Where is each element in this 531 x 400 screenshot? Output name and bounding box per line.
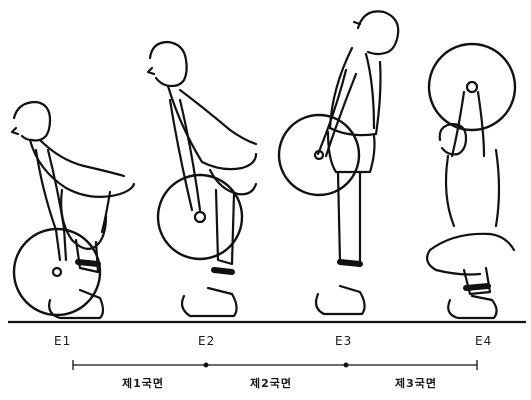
lifter-figure-3 bbox=[279, 11, 398, 314]
figure-label-e3: E3 bbox=[335, 334, 352, 348]
phase-label-3: 제3국면 bbox=[395, 375, 437, 391]
lifter-figure-1 bbox=[12, 102, 134, 318]
figure-label-e2: E2 bbox=[198, 334, 215, 348]
figure-label-e4: E4 bbox=[475, 334, 492, 348]
figure-label-e1: E1 bbox=[54, 334, 71, 348]
lifter-figure-2 bbox=[148, 42, 256, 316]
phase-timeline bbox=[73, 360, 477, 370]
lifter-figure-4 bbox=[427, 44, 515, 318]
phase-label-2: 제2국면 bbox=[250, 375, 292, 391]
phase-label-1: 제1국면 bbox=[122, 375, 164, 391]
